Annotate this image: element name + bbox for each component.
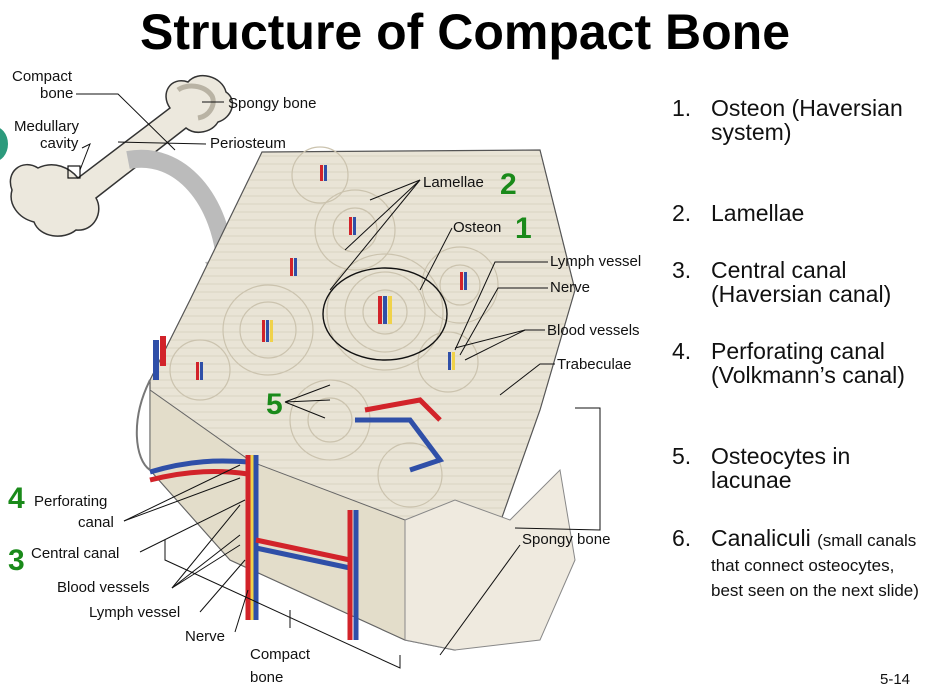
bone-block (135, 146, 576, 651)
spongy-end (176, 83, 216, 121)
label-blood-vessels-left: Blood vessels (57, 579, 150, 596)
osteon-rings (169, 146, 499, 508)
label-medullary: Medullary (14, 118, 80, 135)
legend-number: 6. (672, 525, 692, 551)
label-compact-bone-top-2: bone (40, 85, 73, 102)
label-osteon: Osteon (453, 219, 501, 236)
marker-3: 3 (8, 544, 25, 577)
femur-shape (9, 74, 234, 237)
page-number: 5-14 (880, 671, 911, 688)
perforating-vessels (149, 397, 445, 640)
central-canals (153, 165, 467, 380)
label-canal: canal (78, 514, 114, 531)
legend-text: Canaliculi (small canals that connect os… (711, 526, 927, 601)
label-compact-bone-bottom-2: bone (250, 669, 283, 686)
legend-text: Osteon (Haversian system) (711, 95, 903, 145)
marker-2: 2 (500, 168, 517, 201)
label-lamellae: Lamellae (423, 174, 484, 191)
label-compact-bone-top: Compact (12, 68, 73, 85)
leader-lines (76, 93, 601, 669)
legend-text: Central canal (Haversian canal) (711, 257, 892, 307)
slide-tab-marker (0, 126, 8, 162)
legend-text: Perforating canal (Volkmann’s canal) (711, 338, 905, 388)
legend-number: 2. (672, 200, 692, 226)
label-nerve-bottom: Nerve (185, 628, 225, 645)
legend-number: 1. (672, 95, 692, 121)
label-spongy-bone-top: Spongy bone (228, 95, 316, 112)
legend-text: Osteocytes in lacunae (711, 443, 851, 493)
zoom-box (67, 165, 81, 179)
label-cavity: cavity (40, 135, 79, 152)
periosteum-edge (135, 379, 151, 471)
marker-4: 4 (8, 482, 25, 515)
legend-number: 4. (672, 338, 692, 364)
spongy-bone-region (404, 468, 576, 651)
zoom-arrow (126, 149, 235, 269)
label-trabeculae: Trabeculae (557, 356, 632, 373)
label-nerve-right: Nerve (550, 279, 590, 296)
legend-number: 5. (672, 443, 692, 469)
label-lymph-vessel-right: Lymph vessel (550, 253, 641, 270)
label-periosteum: Periosteum (210, 135, 286, 152)
slide-title: Structure of Compact Bone (139, 4, 791, 60)
osteon-outline (322, 267, 448, 361)
label-lymph-vessel-left: Lymph vessel (89, 604, 180, 621)
label-perforating: Perforating (34, 493, 107, 510)
label-compact-bone-bottom: Compact (250, 646, 311, 663)
legend-text-main: Canaliculi (711, 525, 811, 551)
marker-5: 5 (266, 388, 283, 421)
label-central-canal: Central canal (31, 545, 119, 562)
label-spongy-bone-right: Spongy bone (522, 531, 610, 548)
legend-text: Lamellae (711, 200, 805, 226)
legend-text-small: (small canals that connect osteocytes, b… (711, 531, 919, 600)
label-blood-vessels-right: Blood vessels (547, 322, 640, 339)
marker-1: 1 (515, 212, 532, 245)
legend-number: 3. (672, 257, 692, 283)
